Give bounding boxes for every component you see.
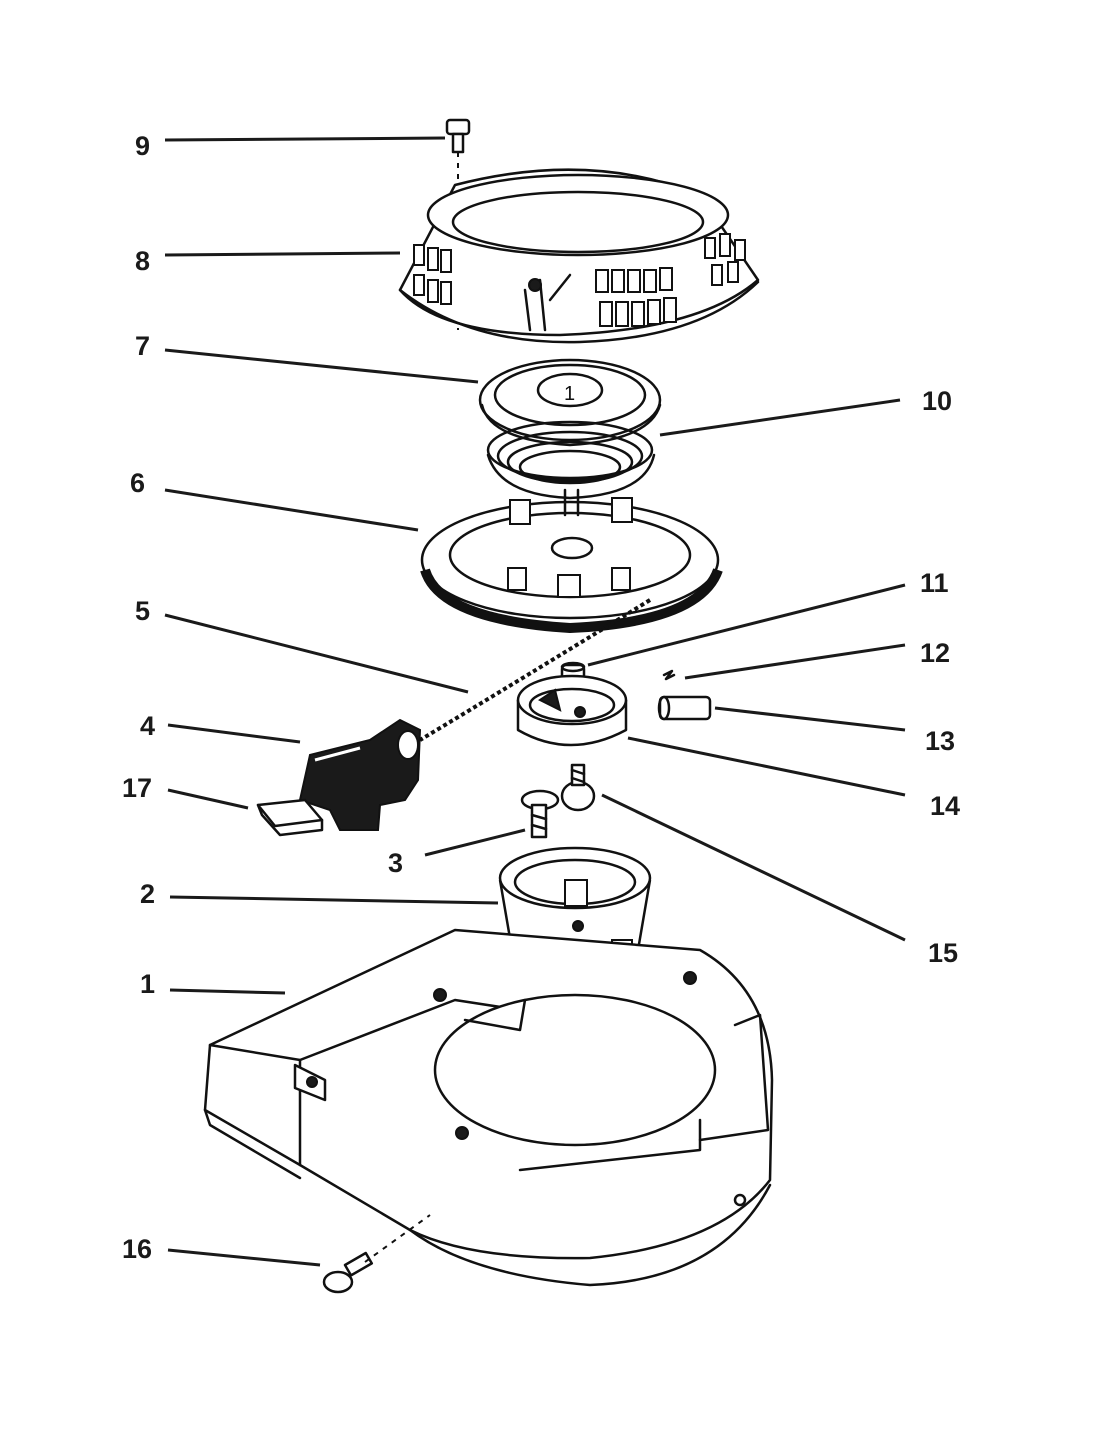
leader-16 [167, 1248, 321, 1267]
leader-1 [169, 988, 286, 995]
leader-10 [659, 398, 901, 437]
leader-4 [167, 723, 301, 744]
callout-15: 15 [928, 938, 958, 968]
callout-labels: 9 8 7 10 6 11 5 12 4 13 17 14 3 2 15 1 1… [122, 131, 960, 1264]
leader-17 [167, 788, 249, 810]
callout-6: 6 [130, 468, 145, 498]
leader-14 [627, 736, 906, 797]
part-6-rope-pulley [420, 488, 723, 634]
part-14-pawl-cup [516, 674, 628, 747]
callout-13: 13 [925, 726, 955, 756]
part-1-blower-housing [203, 928, 774, 1287]
callout-8: 8 [135, 246, 150, 276]
leader-6 [164, 488, 419, 532]
callout-5: 5 [135, 596, 150, 626]
callout-7: 7 [135, 331, 150, 361]
part-13-pin [657, 695, 712, 721]
part-16-housing-bolt [322, 1214, 431, 1294]
part-17-handle-insert [256, 798, 324, 837]
callout-12: 12 [920, 638, 950, 668]
callout-4: 4 [140, 711, 155, 741]
leader-15 [601, 793, 906, 942]
part-10-recoil-spring [486, 420, 656, 500]
callout-17: 17 [122, 773, 152, 803]
leader-3 [424, 828, 526, 857]
part-7-rewind-spring-cup: 1 [478, 358, 662, 447]
leader-5 [164, 613, 469, 694]
part-5-starter-rope [418, 598, 652, 742]
callout-1: 1 [140, 969, 155, 999]
callout-14: 14 [930, 791, 960, 821]
leader-9 [164, 136, 446, 142]
pulley-mark-label: 1 [564, 383, 575, 405]
callout-16: 16 [122, 1234, 152, 1264]
part-8-starter-cover [398, 168, 760, 344]
leader-12 [684, 643, 906, 680]
leader-13 [714, 706, 906, 732]
callout-2: 2 [140, 879, 155, 909]
leader-8 [164, 251, 401, 257]
callout-9: 9 [135, 131, 150, 161]
leader-7 [164, 348, 479, 384]
leader-2 [169, 895, 499, 905]
callout-10: 10 [922, 386, 952, 416]
part-3-bolt [520, 789, 560, 839]
leader-11 [587, 583, 906, 667]
part-15-retainer-screw [560, 763, 596, 812]
part-4-starter-handle [298, 718, 422, 831]
leader-lines [164, 136, 906, 1267]
callout-3: 3 [388, 848, 403, 878]
callout-11: 11 [920, 568, 949, 598]
part-12-small-spring [662, 669, 676, 681]
